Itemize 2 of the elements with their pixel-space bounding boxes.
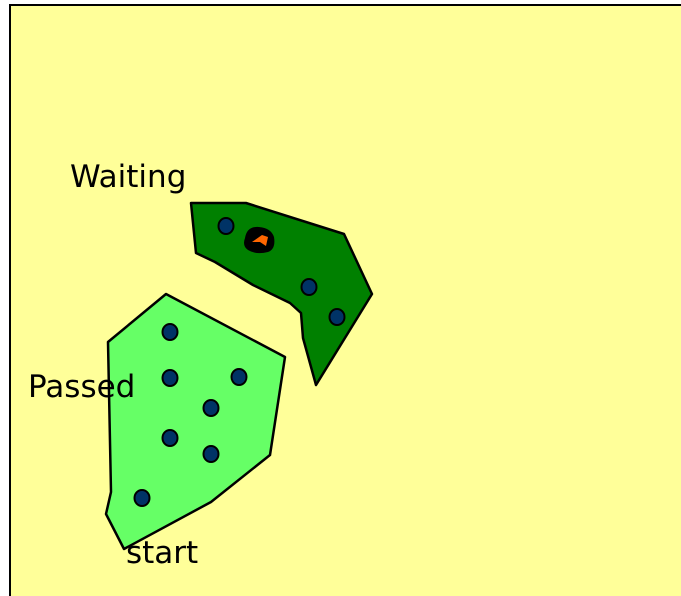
region-label: Waiting — [70, 162, 186, 193]
start-label: start — [126, 538, 198, 569]
